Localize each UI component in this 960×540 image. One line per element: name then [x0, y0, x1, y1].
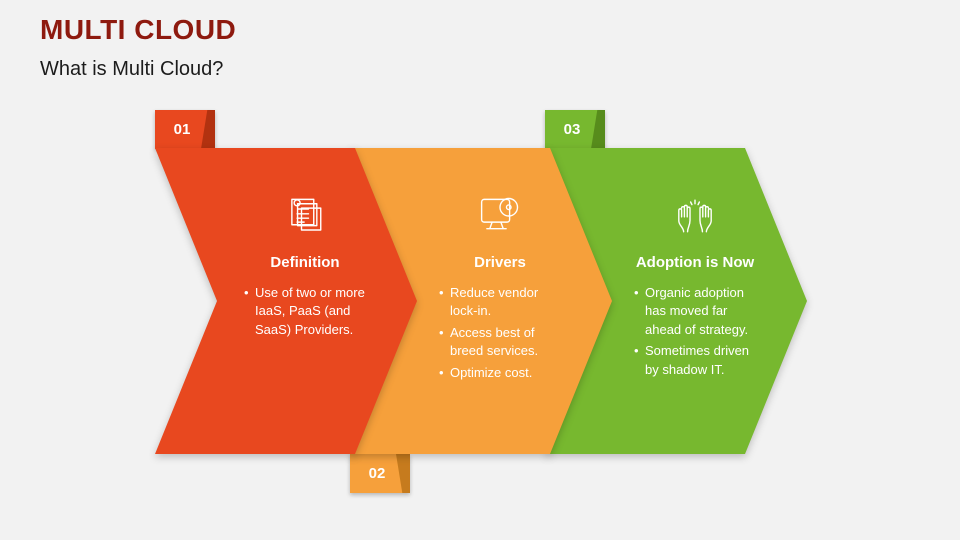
bullet-item: Organic adoption has moved far ahead of … [634, 284, 756, 339]
arrow-shape: Definition Use of two or more IaaS, PaaS… [155, 148, 417, 454]
bullet-item: Access best of breed services. [439, 324, 561, 361]
computer-disc-icon [472, 188, 528, 244]
slide-subtitle: What is Multi Cloud? [40, 58, 224, 80]
bullet-list: Organic adoption has moved far ahead of … [634, 284, 756, 382]
bullet-item: Sometimes driven by shadow IT. [634, 342, 756, 379]
step-number: 02 [368, 465, 386, 482]
slide-title: MULTI CLOUD [40, 14, 237, 45]
bullet-item: Reduce vendor lock-in. [439, 284, 561, 321]
step-number-tab: 03 [545, 110, 605, 149]
bullet-list: Reduce vendor lock-in. Access best of br… [439, 284, 561, 385]
raised-hands-icon [667, 188, 723, 244]
step-number-tab: 01 [155, 110, 215, 149]
step-number: 01 [173, 121, 191, 138]
step-definition: 01 Definition Use of two or more IaaS, P… [155, 110, 417, 494]
step-heading: Definition [270, 254, 340, 271]
step-number: 03 [563, 121, 581, 138]
step-heading: Adoption is Now [635, 254, 755, 271]
bullet-item: Use of two or more IaaS, PaaS (and SaaS)… [244, 284, 366, 339]
bullet-list: Use of two or more IaaS, PaaS (and SaaS)… [244, 284, 366, 342]
step-heading: Drivers [474, 254, 526, 271]
bullet-item: Optimize cost. [439, 364, 561, 383]
notes-stack-icon [277, 188, 333, 244]
step-number-tab: 02 [350, 454, 410, 493]
